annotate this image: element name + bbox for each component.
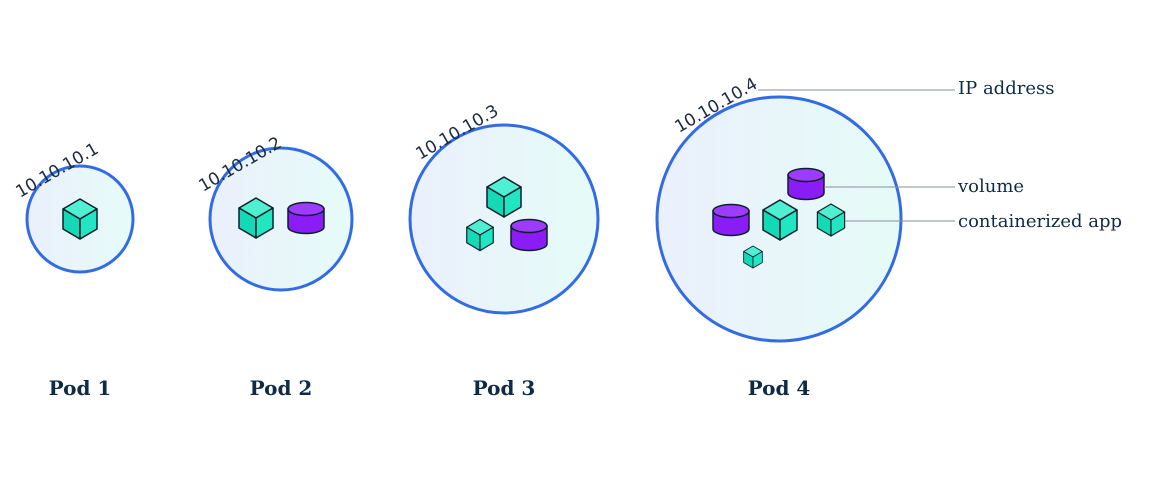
volume-cylinder-icon: [510, 218, 548, 252]
volume-cylinder-icon: [287, 201, 325, 235]
pod-4-label: Pod 4: [748, 376, 811, 400]
pod-2-circle: [208, 146, 354, 292]
pod-1-label: Pod 1: [49, 376, 112, 400]
legend-containerized-app: containerized app: [958, 211, 1122, 232]
volume-cylinder-icon: [712, 203, 750, 237]
pod-2: 10.10.10.2 Pod 2: [196, 133, 354, 400]
legend-volume: volume: [957, 176, 1024, 197]
pod-4: 10.10.10.4 Pod 4: [655, 74, 903, 400]
pod-1: 10.10.10.1 Pod 1: [13, 139, 135, 400]
pod-3-circle: [408, 123, 600, 315]
pod-3: 10.10.10.3 Pod 3: [408, 101, 600, 400]
pod-2-label: Pod 2: [250, 376, 313, 400]
volume-cylinder-icon: [787, 167, 825, 201]
pod-3-label: Pod 3: [473, 376, 536, 400]
legend-ip-address: IP address: [958, 78, 1054, 99]
